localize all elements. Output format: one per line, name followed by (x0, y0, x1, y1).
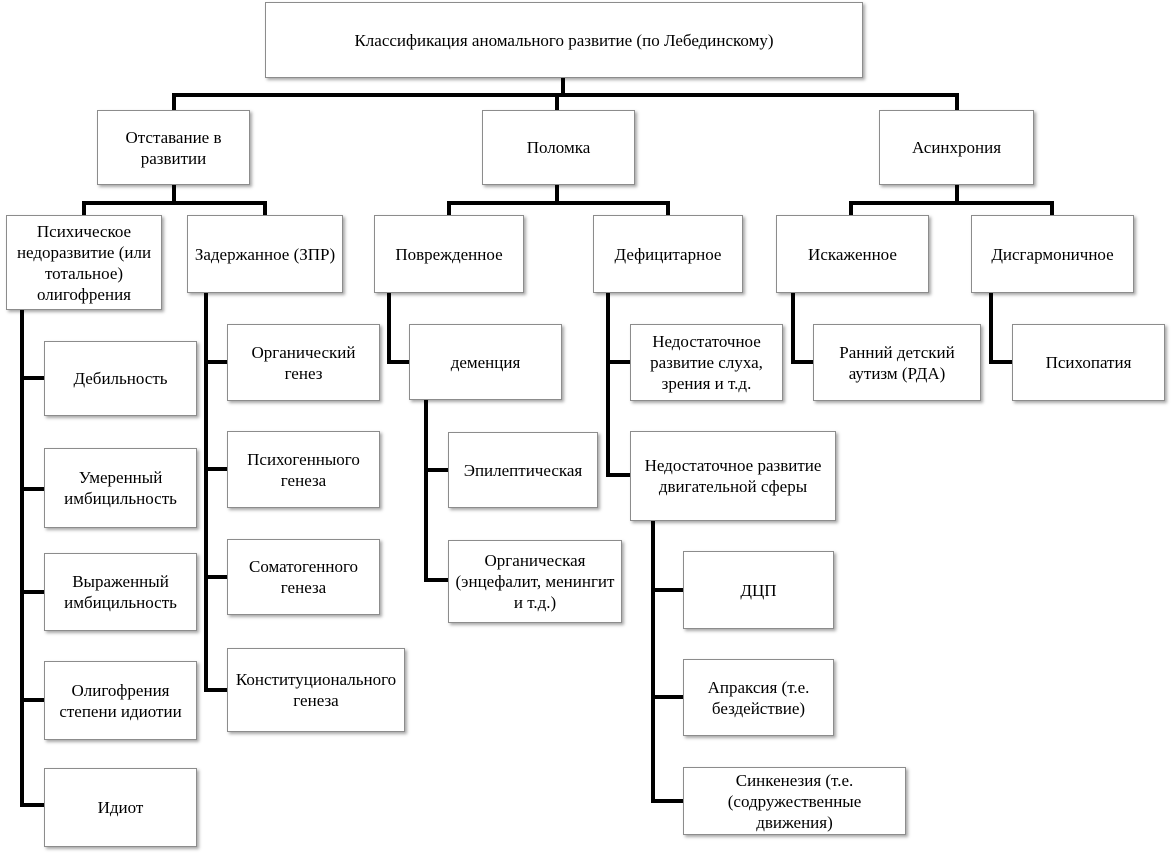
list-item: Органическая (энцефалит, менингит и т.д.… (448, 540, 622, 623)
psychopathy-node: Психопатия (1012, 324, 1165, 401)
deficit-node: Дефицитарное (593, 215, 743, 293)
list-item: Психогенныого генеза (227, 431, 380, 508)
branch-async-node: Асинхрония (879, 110, 1034, 185)
rda-label: Ранний детский аутизм (РДА) (839, 342, 955, 383)
rda-node: Ранний детский аутизм (РДА) (813, 324, 981, 401)
branch-damage-label: Поломка (526, 138, 591, 157)
delayed-node: Задержанное (ЗПР) (187, 215, 343, 293)
list-item: Соматогенного генеза (227, 539, 380, 615)
list-item-label: Синкенезия (т.е. (содружественные движен… (727, 770, 862, 832)
list-item-label: Идиот (97, 798, 144, 817)
list-item-label: Апраксия (т.е. бездействие) (707, 677, 810, 718)
psychopathy-label: Психопатия (1045, 353, 1132, 372)
dementia-label: деменция (450, 352, 521, 372)
list-item: Эпилептическая (448, 432, 598, 508)
deficit-motor-node: Недостаточное развитие двигательной сфер… (630, 431, 836, 521)
branch-lag-node: Отставание в развитии (97, 110, 250, 185)
list-item: Олигофрения степени идиотии (44, 661, 197, 740)
delayed-label: Задержанное (ЗПР) (194, 244, 336, 264)
list-item-label: Выраженный имбицильность (64, 572, 177, 612)
list-item: Конституционального генеза (227, 648, 405, 732)
branch-lag-label: Отставание в развитии (125, 127, 222, 168)
damaged-label: Поврежденное (395, 244, 503, 264)
list-item-label: Умеренный имбицильность (64, 468, 177, 508)
deficit-sensory-node: Недостаточное развитие слуха, зрения и т… (630, 324, 783, 401)
list-item-label: ДЦП (740, 580, 777, 600)
disharmonious-node: Дисгармоничное (971, 215, 1134, 293)
distorted-label: Искаженное (808, 244, 897, 264)
root-label: Классификация аномального развитие (по Л… (354, 30, 774, 50)
deficit-label: Дефицитарное (614, 244, 722, 264)
list-item-label: Органическая (энцефалит, менингит и т.д.… (455, 551, 615, 612)
deficit-sensory-label: Недостаточное развитие слуха, зрения и т… (650, 332, 763, 393)
list-item-label: Эпилептическая (463, 460, 583, 480)
root-node: Классификация аномального развитие (по Л… (265, 2, 863, 78)
list-item: Органический генез (227, 324, 380, 401)
list-item-label: Олигофрения степени идиотии (59, 680, 182, 721)
mental-underdevelopment-node: Психическое недоразвитие (или тотальное)… (6, 215, 162, 310)
list-item: Умеренный имбицильность (44, 448, 197, 528)
list-item: Выраженный имбицильность (44, 553, 197, 631)
branch-async-label: Асинхрония (911, 138, 1002, 157)
branch-damage-node: Поломка (482, 110, 635, 185)
list-item-label: Органический генез (251, 342, 356, 383)
damaged-node: Поврежденное (374, 215, 524, 293)
distorted-node: Искаженное (776, 215, 929, 293)
list-item: Апраксия (т.е. бездействие) (683, 659, 834, 736)
list-item-label: Психогенныого генеза (247, 449, 360, 490)
mental-underdevelopment-label: Психическое недоразвитие (или тотальное)… (16, 221, 152, 304)
dementia-node: деменция (409, 324, 562, 400)
list-item: Дебильность (44, 341, 197, 416)
list-item: ДЦП (683, 551, 834, 629)
list-item: Синкенезия (т.е. (содружественные движен… (683, 767, 906, 835)
disharmonious-label: Дисгармоничное (991, 244, 1114, 264)
list-item: Идиот (44, 768, 197, 847)
list-item-label: Дебильность (73, 369, 168, 388)
deficit-motor-label: Недостаточное развитие двигательной сфер… (644, 456, 822, 496)
list-item-label: Конституционального генеза (235, 670, 397, 710)
list-item-label: Соматогенного генеза (248, 557, 358, 597)
